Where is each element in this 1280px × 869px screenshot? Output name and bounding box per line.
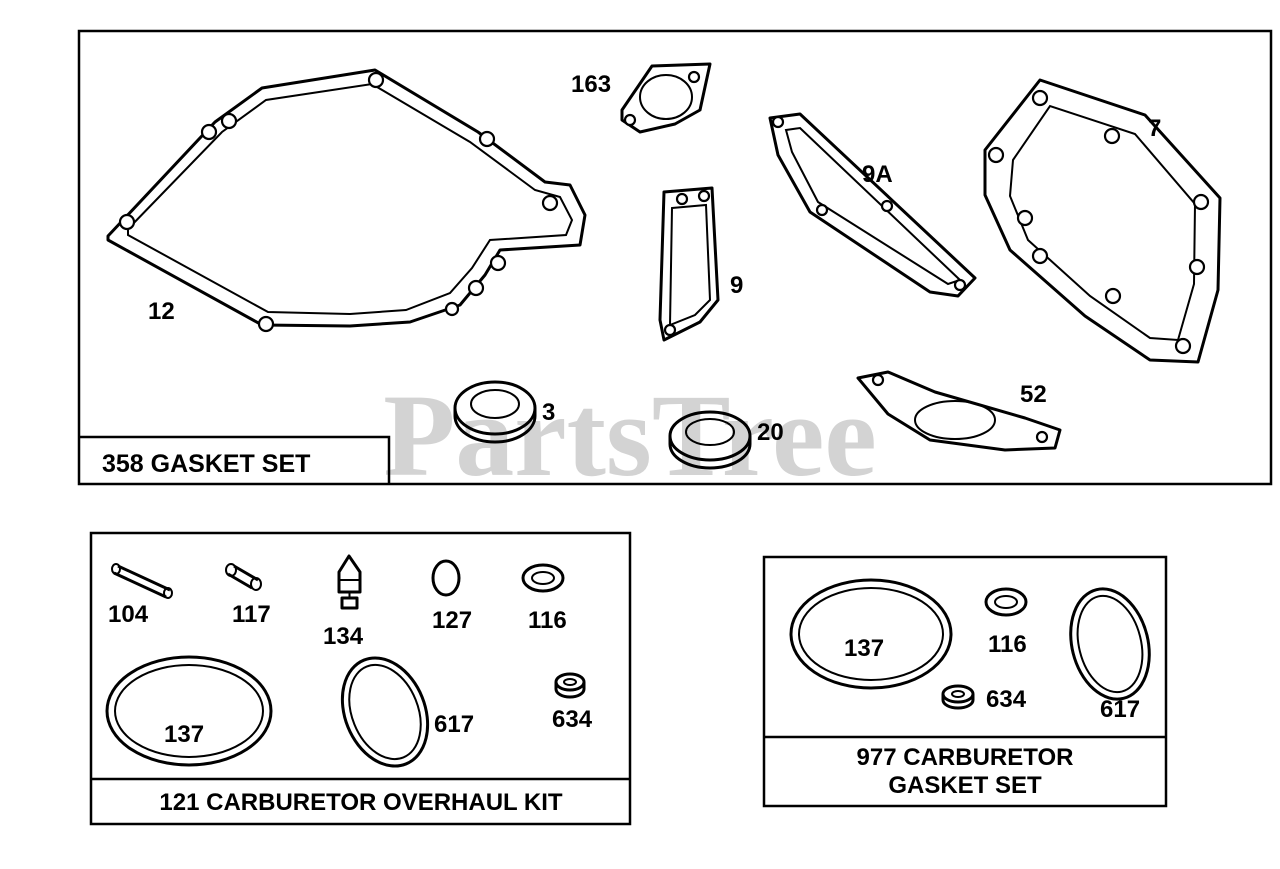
needle-valve-134	[337, 554, 362, 610]
gasket-ring-137	[105, 655, 273, 767]
gasket-163	[620, 62, 712, 134]
part-label-127: 127	[432, 607, 472, 634]
carb-part-label-137: 137	[844, 635, 884, 662]
part-label-137: 137	[164, 721, 204, 748]
overhaul-kit-panel	[89, 531, 632, 826]
gasket-set-title: 358 GASKET SET	[102, 450, 310, 478]
watermark: PartsTree	[383, 370, 877, 501]
part-label-134: 134	[323, 623, 364, 650]
part-label-116: 116	[528, 607, 567, 634]
part-label-9: 9	[730, 272, 743, 299]
part-label-12: 12	[148, 298, 175, 325]
part-label-9a: 9A	[862, 161, 893, 188]
part-label-117: 117	[232, 601, 271, 628]
carb-washer-634	[941, 684, 975, 710]
gasket-set-title-box	[79, 435, 391, 484]
part-label-104: 104	[108, 601, 149, 628]
gasket-9	[658, 186, 720, 342]
carb-gasket-title-line1: 977 CARBURETOR	[857, 744, 1074, 771]
carb-washer-116	[984, 587, 1028, 617]
head-gasket-7	[983, 78, 1222, 364]
gasket-9a	[768, 112, 977, 298]
part-label-617: 617	[434, 711, 474, 738]
part-label-20: 20	[757, 419, 784, 446]
gasket-set-panel	[77, 29, 1273, 486]
crankcase-gasket-12	[106, 68, 587, 333]
gasket-52	[856, 370, 1062, 452]
carb-gasket-ring-617	[1069, 587, 1151, 701]
carb-gasket-title-line2: GASKET SET	[888, 772, 1042, 799]
carb-gasket-panel	[762, 555, 1168, 808]
part-label-634: 634	[552, 706, 593, 733]
oil-seal-20	[668, 410, 752, 470]
carb-gasket-ring-137	[789, 578, 953, 690]
carb-part-label-634: 634	[986, 686, 1027, 713]
part-label-163: 163	[571, 71, 611, 98]
bushing-117	[225, 563, 262, 591]
part-label-52: 52	[1020, 381, 1047, 408]
carb-part-label-116: 116	[988, 631, 1027, 658]
welch-plug-127	[431, 559, 461, 597]
part-label-3: 3	[542, 399, 555, 426]
washer-116	[521, 563, 565, 593]
overhaul-kit-title: 121 CARBURETOR OVERHAUL KIT	[159, 789, 563, 816]
part-label-7: 7	[1148, 115, 1161, 142]
oil-seal-3	[453, 380, 537, 444]
gasket-ring-617	[340, 656, 430, 768]
washer-634	[554, 672, 586, 699]
pin-104	[111, 563, 173, 599]
carb-part-label-617: 617	[1100, 696, 1140, 723]
